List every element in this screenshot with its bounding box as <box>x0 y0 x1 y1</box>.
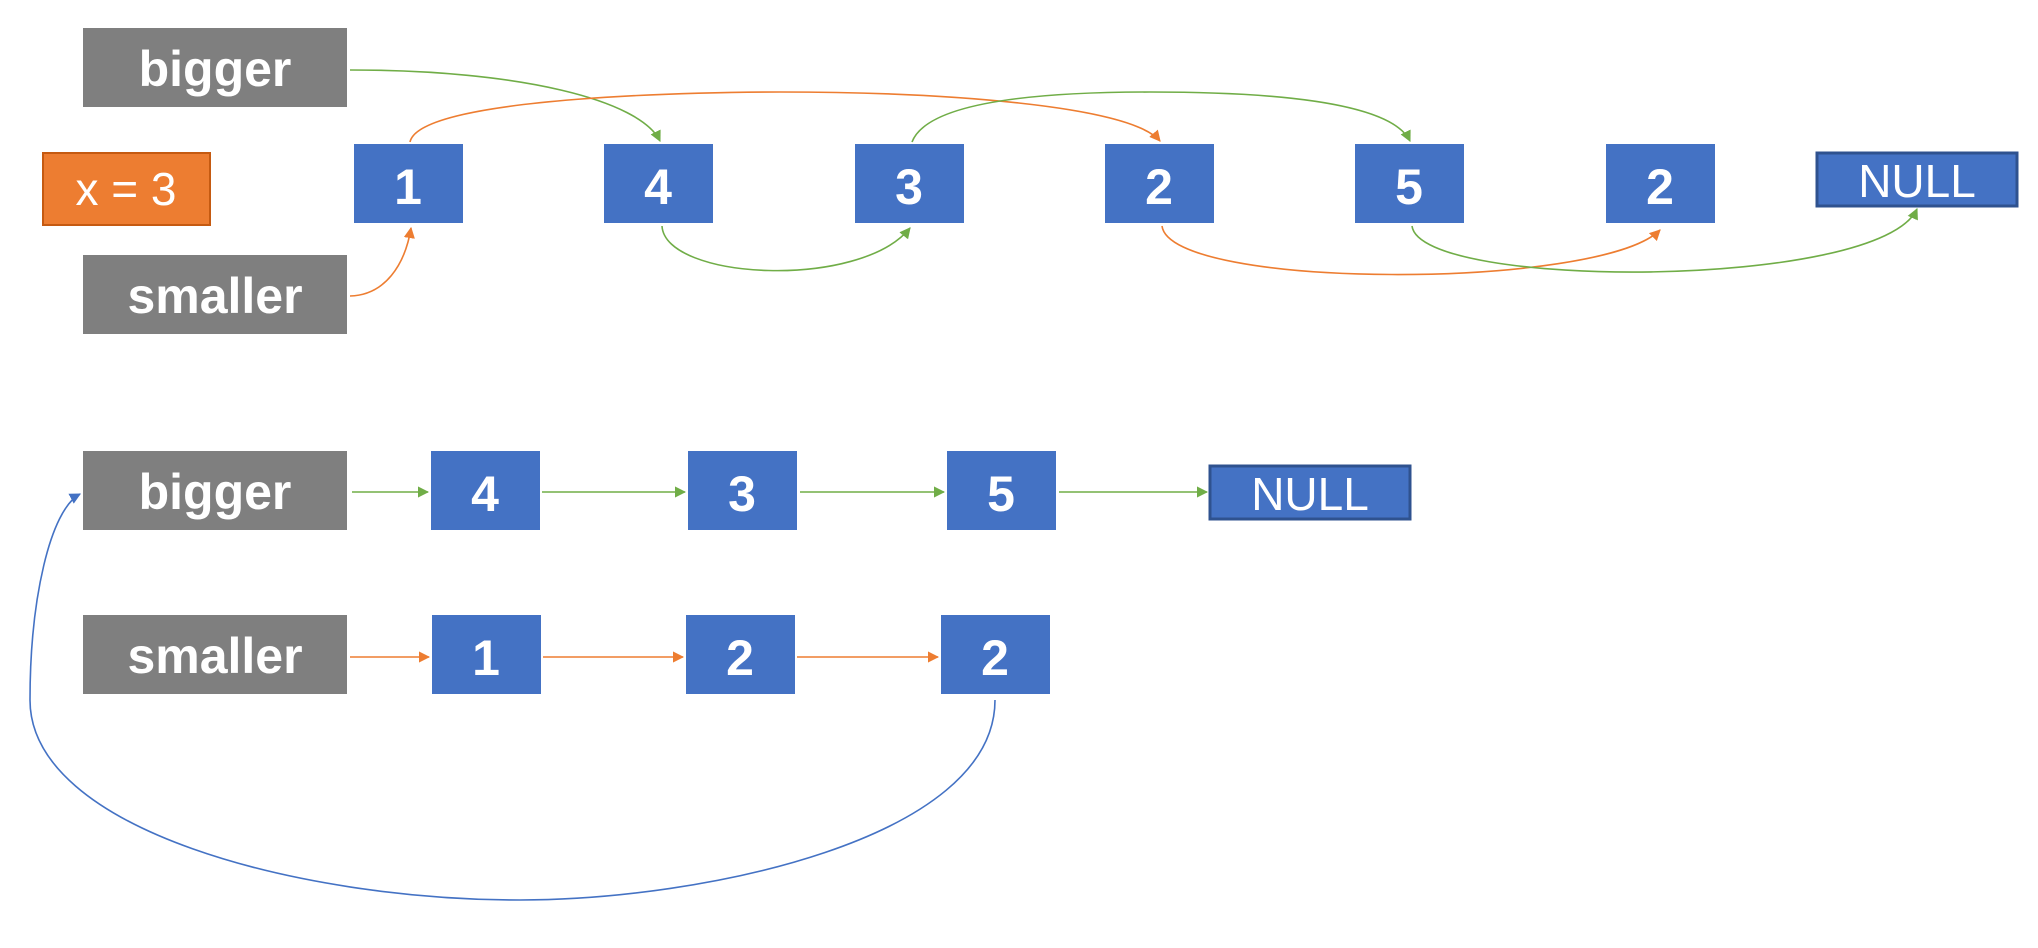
top-node-6: 2 <box>1606 144 1715 223</box>
bigger-null-node: NULL <box>1208 464 1412 521</box>
arrow-smaller-tail-to-bigger <box>29 493 996 901</box>
top-bigger-pointer: bigger <box>83 28 347 107</box>
bottom-smaller-pointer: smaller <box>83 615 347 694</box>
bottom-smaller-label: smaller <box>127 628 302 684</box>
arrow-1-to-2 <box>409 91 1161 143</box>
smaller-node-3-value: 2 <box>981 630 1009 686</box>
bigger-node-1: 4 <box>431 451 540 530</box>
smaller-node-2-value: 2 <box>726 630 754 686</box>
arrow-2-to-2 <box>1161 225 1661 276</box>
x-value-label: x = 3 <box>75 163 176 215</box>
top-node-6-value: 2 <box>1646 159 1674 215</box>
top-smaller-label: smaller <box>127 268 302 324</box>
arrow-smaller-to-1 <box>349 226 415 297</box>
top-node-4: 2 <box>1105 144 1214 223</box>
top-smaller-pointer: smaller <box>83 255 347 334</box>
smaller-node-1-value: 1 <box>472 630 500 686</box>
top-null-node: NULL <box>1815 151 2019 208</box>
arrow-3-to-5 <box>911 91 1411 143</box>
bigger-node-3-value: 5 <box>987 466 1015 522</box>
bottom-bigger-pointer: bigger <box>83 451 347 530</box>
smaller-node-1: 1 <box>432 615 541 694</box>
top-node-5-value: 5 <box>1395 159 1423 215</box>
top-node-2: 4 <box>604 144 713 223</box>
bigger-node-3: 5 <box>947 451 1056 530</box>
top-node-3-value: 3 <box>895 159 923 215</box>
arrow-4-to-3 <box>661 225 911 272</box>
bigger-node-1-value: 4 <box>471 466 499 522</box>
top-bigger-label: bigger <box>139 41 292 97</box>
bottom-bigger-label: bigger <box>139 464 292 520</box>
top-node-3: 3 <box>855 144 964 223</box>
top-node-5: 5 <box>1355 144 1464 223</box>
top-node-4-value: 2 <box>1145 159 1173 215</box>
top-node-1-value: 1 <box>394 159 422 215</box>
arrow-bigger-to-4 <box>349 69 661 143</box>
smaller-node-3: 2 <box>941 615 1050 694</box>
bigger-node-2-value: 3 <box>728 466 756 522</box>
top-null-label: NULL <box>1858 155 1976 207</box>
x-value-box: x = 3 <box>42 152 211 226</box>
top-node-1: 1 <box>354 144 463 223</box>
smaller-node-2: 2 <box>686 615 795 694</box>
bigger-null-label: NULL <box>1251 468 1369 520</box>
bigger-node-2: 3 <box>688 451 797 530</box>
arrow-5-to-null <box>1411 207 1918 273</box>
top-node-2-value: 4 <box>644 159 672 215</box>
